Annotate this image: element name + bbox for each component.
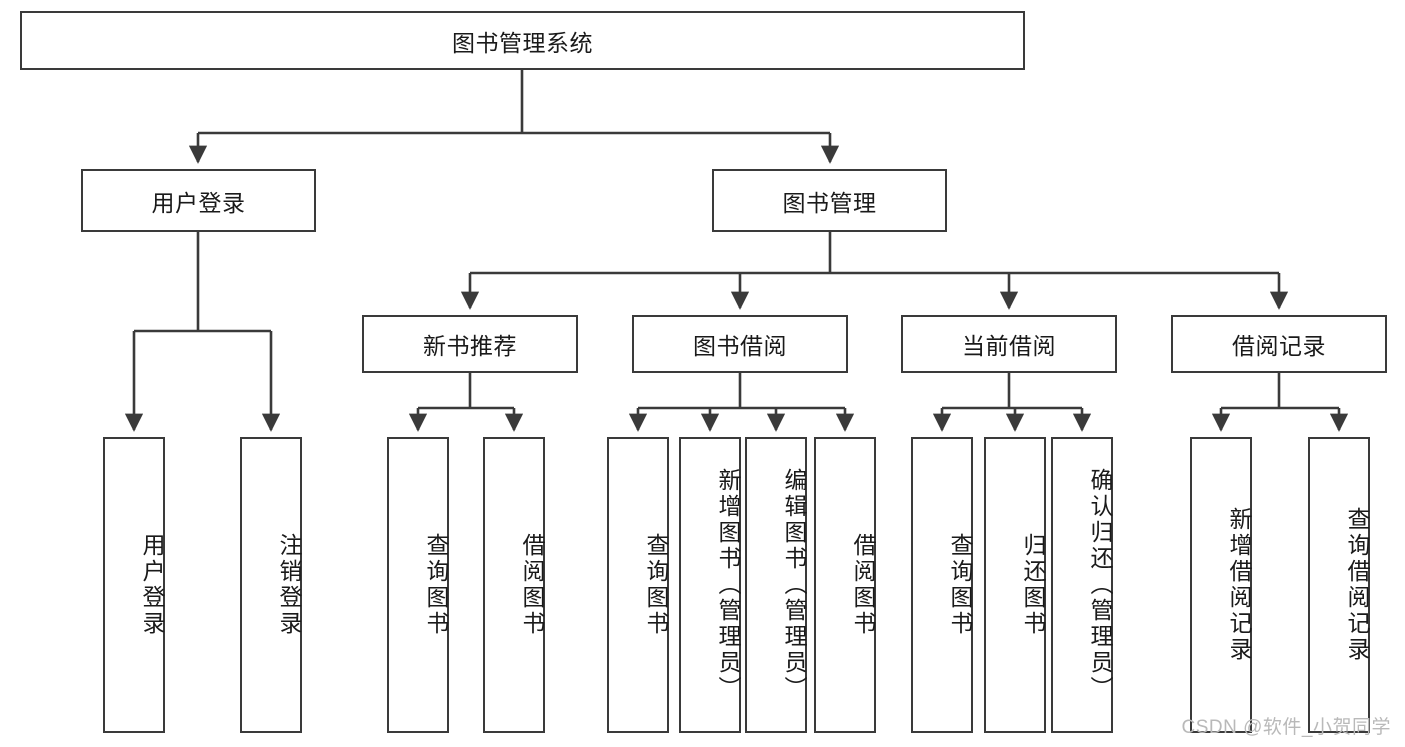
node-label: 借阅图书 [850,533,876,637]
leaf-edit-book-admin[interactable]: 编辑图书（管理员） [745,437,807,733]
node-user-login[interactable]: 用户登录 [81,169,316,232]
node-label: 编辑图书（管理员） [781,468,807,702]
watermark: CSDN @软件_小贺同学 [1181,717,1391,738]
node-label: 查询借阅记录 [1344,507,1370,663]
node-label: 当前借阅 [962,333,1056,359]
node-label: 用户登录 [151,189,246,216]
node-label: 借阅图书 [519,533,545,637]
node-book-borrow[interactable]: 图书借阅 [632,315,848,373]
node-label: 新增借阅记录 [1226,507,1252,663]
node-label: 图书管理系统 [452,29,593,56]
node-label: 新增图书（管理员） [715,468,741,702]
node-label: 查询图书 [947,533,973,637]
leaf-query-book-borrow[interactable]: 查询图书 [607,437,669,733]
node-current-borrow[interactable]: 当前借阅 [901,315,1117,373]
leaf-add-borrow-record[interactable]: 新增借阅记录 [1190,437,1252,733]
node-root-system[interactable]: 图书管理系统 [20,11,1025,70]
node-label: 借阅记录 [1232,333,1326,359]
node-label: 图书借阅 [693,333,787,359]
leaf-query-borrow-record[interactable]: 查询借阅记录 [1308,437,1370,733]
leaf-add-book-admin[interactable]: 新增图书（管理员） [679,437,741,733]
leaf-borrow-book[interactable]: 借阅图书 [814,437,876,733]
node-label: 新书推荐 [423,333,517,359]
leaf-query-book-current[interactable]: 查询图书 [911,437,973,733]
node-label: 注销登录 [276,533,302,637]
leaf-logout[interactable]: 注销登录 [240,437,302,733]
leaf-query-book-recommend[interactable]: 查询图书 [387,437,449,733]
node-label: 查询图书 [643,533,669,637]
node-label: 查询图书 [423,533,449,637]
node-label: 确认归还（管理员） [1087,468,1113,702]
node-label: 用户登录 [139,533,165,637]
node-label: 图书管理 [782,189,877,216]
node-label: 归还图书 [1020,533,1046,637]
node-borrow-record[interactable]: 借阅记录 [1171,315,1387,373]
leaf-confirm-return-admin[interactable]: 确认归还（管理员） [1051,437,1113,733]
node-new-book-recommend[interactable]: 新书推荐 [362,315,578,373]
node-book-management[interactable]: 图书管理 [712,169,947,232]
leaf-user-login[interactable]: 用户登录 [103,437,165,733]
leaf-return-book[interactable]: 归还图书 [984,437,1046,733]
leaf-borrow-book-recommend[interactable]: 借阅图书 [483,437,545,733]
